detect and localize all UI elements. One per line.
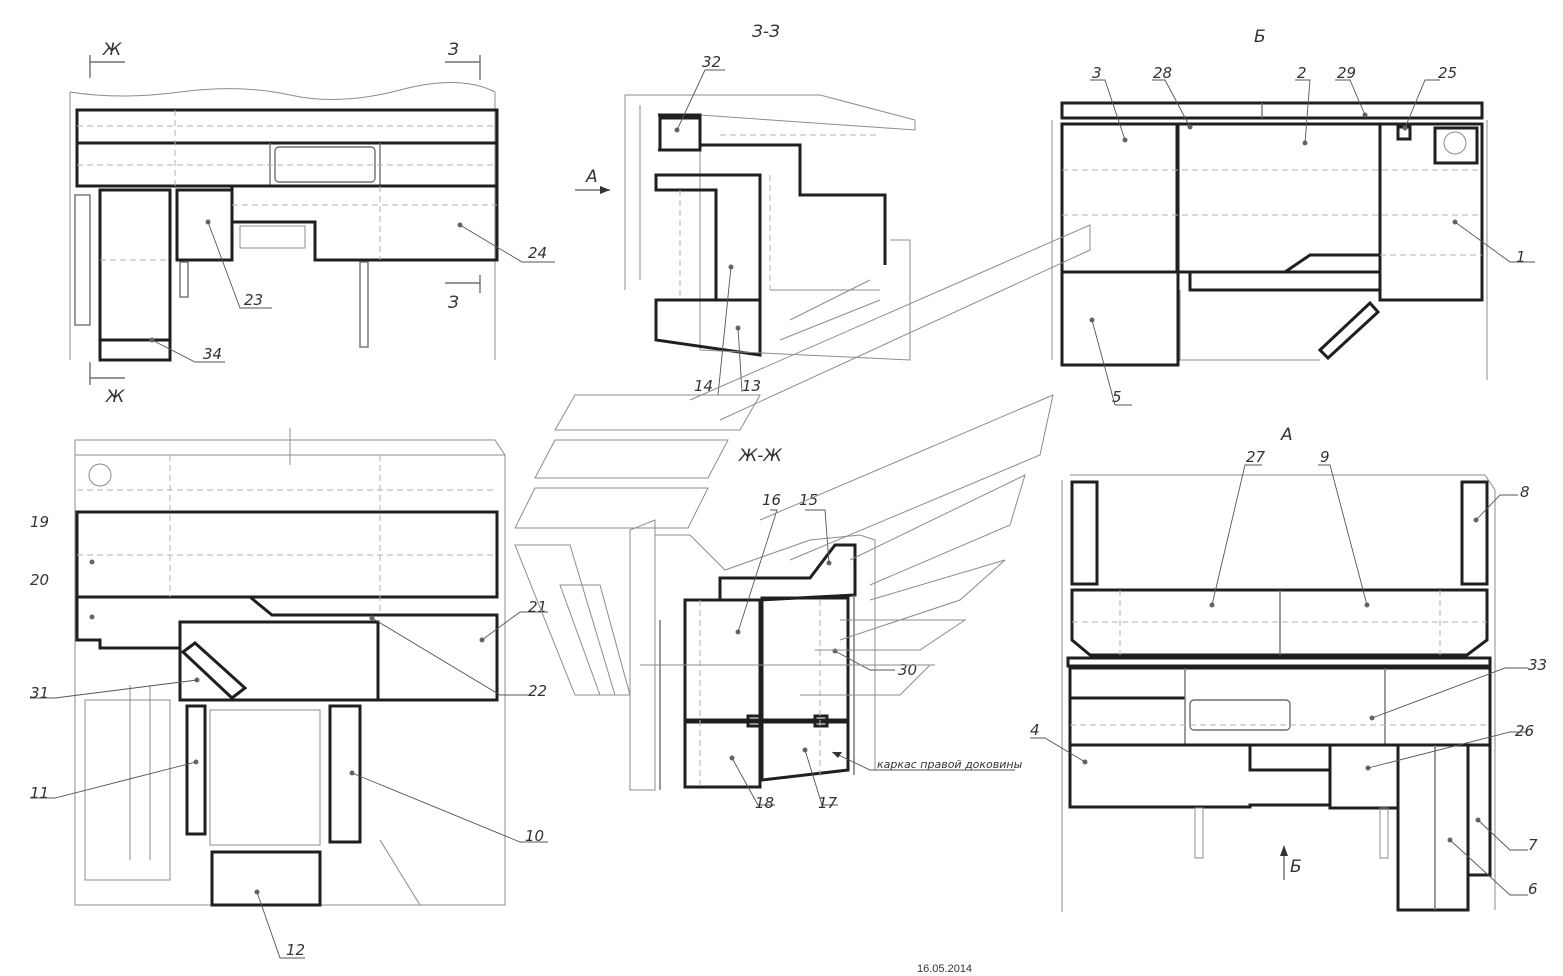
view-a-title: А: [1280, 425, 1293, 445]
construction-guides: [514, 224, 1091, 696]
view-b-arrow-label: Б: [1290, 857, 1302, 877]
part-label-13: 13: [742, 377, 761, 395]
view-b-title: Б: [1254, 27, 1266, 47]
view-front-top-left: [69, 55, 555, 385]
part-label-4: 4: [1030, 721, 1040, 739]
cut-mark-z-top: З: [448, 40, 459, 60]
part-label-8: 8: [1520, 483, 1530, 501]
section-zhzh-title: Ж-Ж: [738, 446, 782, 466]
part-label-9: 9: [1320, 448, 1330, 466]
section-zz: [575, 69, 916, 396]
drawing-date: 16.05.2014: [917, 963, 972, 975]
part-label-5: 5: [1112, 388, 1122, 406]
part-label-2: 2: [1297, 64, 1307, 82]
cut-mark-zh-top: Ж: [102, 40, 122, 60]
part-label-33: 33: [1528, 656, 1547, 674]
view-a: [1030, 464, 1528, 912]
part-label-1: 1: [1516, 248, 1526, 266]
part-label-3: 3: [1092, 64, 1102, 82]
part-label-22: 22: [528, 682, 547, 700]
part-label-15: 15: [799, 491, 818, 509]
part-label-23: 23: [244, 291, 263, 309]
part-label-24: 24: [528, 244, 547, 262]
part-label-27: 27: [1246, 448, 1266, 466]
part-label-17: 17: [818, 794, 838, 812]
part-label-10: 10: [525, 827, 544, 845]
cut-mark-zh-bottom: Ж: [105, 387, 125, 407]
part-label-12: 12: [286, 941, 305, 959]
view-a-arrow-label: А: [585, 167, 598, 187]
part-label-26: 26: [1515, 722, 1534, 740]
part-label-28: 28: [1153, 64, 1172, 82]
frame-note: каркас правой доковины: [877, 758, 1023, 771]
part-label-29: 29: [1337, 64, 1356, 82]
view-plan-bottom-left: [30, 428, 548, 959]
part-label-19: 19: [30, 513, 49, 531]
part-label-32: 32: [702, 53, 721, 71]
part-label-20: 20: [30, 571, 49, 589]
part-label-16: 16: [762, 491, 781, 509]
part-label-18: 18: [755, 794, 774, 812]
part-label-14: 14: [694, 377, 713, 395]
part-label-34: 34: [203, 345, 222, 363]
part-label-6: 6: [1528, 880, 1538, 898]
part-label-7: 7: [1528, 836, 1538, 854]
section-zz-title: З-З: [752, 22, 780, 42]
part-label-11: 11: [30, 784, 49, 802]
part-label-31: 31: [30, 684, 49, 702]
view-b: [1051, 79, 1535, 406]
part-label-21: 21: [528, 598, 547, 616]
section-zhzh: [629, 509, 1015, 806]
part-label-30: 30: [898, 661, 917, 679]
cut-mark-z-bottom: З: [448, 293, 459, 313]
part-label-25: 25: [1438, 64, 1457, 82]
